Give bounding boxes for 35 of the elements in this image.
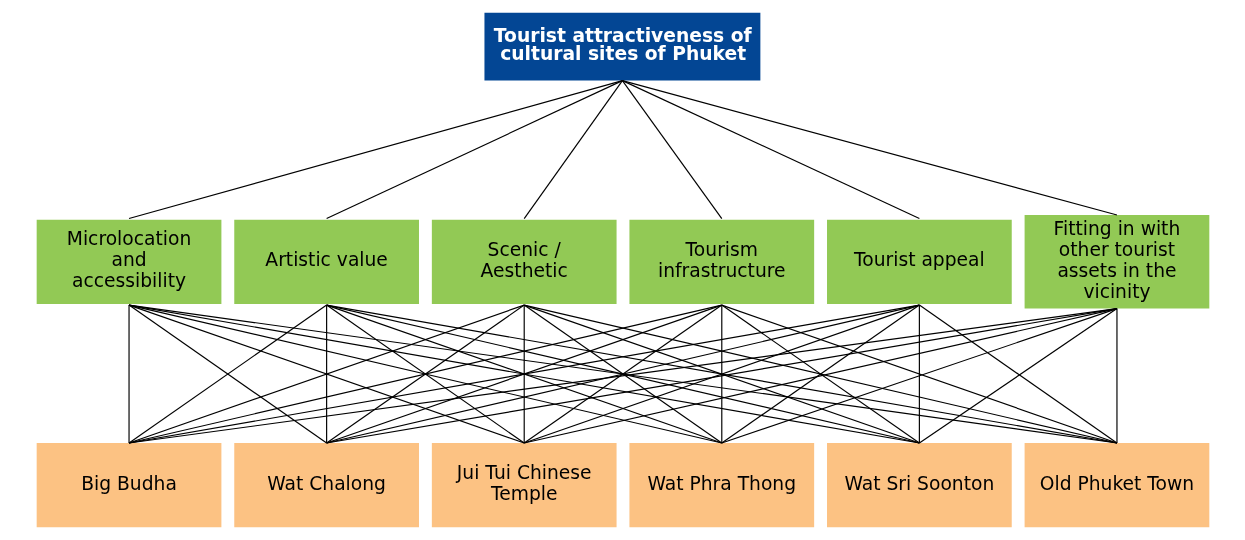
connector (325, 304, 525, 444)
connector (621, 80, 920, 220)
node-box: Artistic value (233, 219, 419, 304)
connector (325, 80, 623, 220)
node-box: Old Phuket Town (1024, 443, 1209, 528)
connector (325, 304, 327, 444)
connector (1115, 308, 1118, 444)
node-box: Wat Phra Thong (628, 443, 814, 528)
connector (127, 304, 327, 444)
node-box: Tourist attractiveness of cultural sites of Phuket (483, 12, 760, 81)
connector (127, 304, 722, 444)
node-box: Tourism infrastructure (628, 219, 814, 304)
node-box: Big Budha (36, 443, 221, 528)
node-box: Wat Chalong (233, 443, 419, 528)
node-box: Fitting in with other tourist assets in the vicinity (1024, 215, 1209, 309)
connector (523, 304, 525, 444)
connector (720, 304, 920, 444)
node-box: Wat Sri Soonton (826, 443, 1012, 528)
node-box: Tourist appeal (826, 219, 1012, 304)
node-box: Microlocation and accessibility (36, 219, 221, 304)
connector (325, 304, 722, 444)
node-box: Jui Tui Chinese Temple (431, 443, 617, 528)
connector (127, 304, 920, 444)
connector (918, 304, 920, 444)
connector (720, 304, 722, 444)
connector (523, 80, 623, 220)
connector (621, 80, 1118, 216)
connector (325, 304, 920, 444)
connector (127, 304, 525, 444)
connector (523, 304, 722, 444)
connector (127, 304, 130, 444)
connector (621, 80, 722, 220)
connector (523, 304, 920, 444)
node-box: Scenic / Aesthetic (431, 219, 617, 304)
connector (127, 80, 623, 220)
